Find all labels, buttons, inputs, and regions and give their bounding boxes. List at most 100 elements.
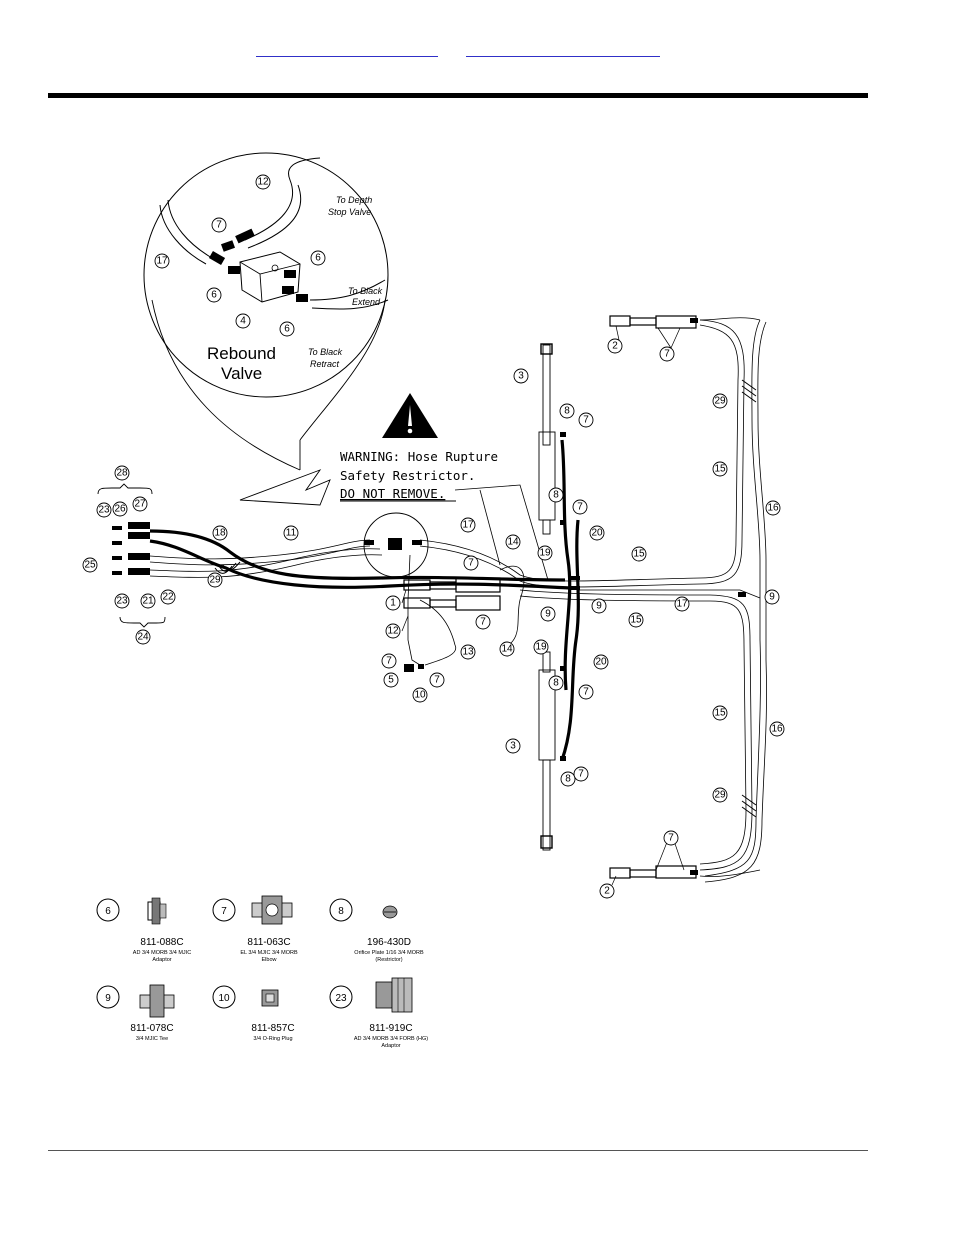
callout-27: 27 [132, 496, 148, 512]
svg-text:10: 10 [414, 690, 426, 701]
part-key-10: 10 [218, 993, 230, 1004]
svg-text:26: 26 [114, 504, 126, 515]
callout-7: 7 [211, 217, 227, 233]
callout-9: 9 [540, 606, 556, 622]
callout-8: 8 [548, 487, 564, 503]
svg-text:7: 7 [577, 502, 583, 513]
svg-text:4: 4 [240, 316, 246, 327]
svg-text:15: 15 [630, 615, 642, 626]
callout-7: 7 [463, 555, 479, 571]
svg-text:24: 24 [137, 632, 149, 643]
callout-3: 3 [505, 738, 521, 754]
part-number-6: 811-088C [140, 937, 183, 948]
svg-text:3: 3 [510, 741, 516, 752]
note-extend-line1: To Black [348, 286, 383, 296]
parts-legend: 6 811-088C AD 3/4 MORB 3/4 MJIC Adaptor … [96, 895, 428, 1049]
callout-17: 17 [460, 517, 476, 533]
part-key-8: 8 [338, 906, 344, 917]
header-link-left[interactable] [256, 42, 438, 57]
svg-text:2: 2 [612, 341, 618, 352]
part-desc2-7: Elbow [262, 957, 277, 963]
part-desc2-8: (Restrictor) [375, 957, 402, 963]
svg-text:9: 9 [769, 592, 775, 603]
callout-12: 12 [255, 174, 271, 190]
svg-text:7: 7 [583, 415, 589, 426]
svg-text:22: 22 [162, 592, 174, 603]
svg-text:13: 13 [462, 647, 474, 658]
part-desc2-23: Adaptor [381, 1043, 400, 1049]
svg-text:7: 7 [668, 833, 674, 844]
svg-text:17: 17 [462, 520, 474, 531]
svg-text:19: 19 [535, 642, 547, 653]
orifice-plate-icon [382, 905, 398, 919]
svg-text:19: 19 [539, 548, 551, 559]
callout-14: 14 [505, 534, 521, 550]
svg-text:11: 11 [286, 528, 297, 539]
svg-text:21: 21 [142, 596, 154, 607]
svg-text:27: 27 [134, 499, 146, 510]
callout-22: 22 [160, 589, 176, 605]
svg-text:9: 9 [596, 601, 602, 612]
part-number-10: 811-857C [251, 1023, 294, 1034]
part-desc1-6: AD 3/4 MORB 3/4 MJIC [133, 950, 191, 956]
part-number-9: 811-078C [130, 1023, 173, 1034]
svg-text:7: 7 [578, 769, 584, 780]
callout-7: 7 [381, 653, 397, 669]
svg-text:7: 7 [434, 675, 440, 686]
part-number-23: 811-919C [369, 1023, 412, 1034]
part-number-8: 196-430D [367, 937, 411, 948]
warning-line1: WARNING: Hose Rupture [340, 449, 498, 464]
svg-text:7: 7 [468, 558, 474, 569]
callout-2: 2 [599, 883, 615, 899]
callout-15: 15 [631, 546, 647, 562]
callout-15: 15 [712, 705, 728, 721]
note-depth-line2: Stop Valve [328, 207, 371, 217]
callout-1: 1 [385, 595, 401, 611]
tee-icon [139, 984, 175, 1018]
callout-17: 17 [674, 596, 690, 612]
footer-rule [48, 1150, 868, 1151]
inset-circle [143, 152, 389, 398]
svg-text:7: 7 [664, 349, 670, 360]
callout-20: 20 [593, 654, 609, 670]
callout-14: 14 [499, 641, 515, 657]
note-retract-line1: To Black [308, 347, 343, 357]
callout-29: 29 [207, 572, 223, 588]
part-desc2-6: Adaptor [152, 957, 171, 963]
callout-16: 16 [769, 721, 785, 737]
callout-9: 9 [591, 598, 607, 614]
svg-text:16: 16 [767, 503, 779, 514]
part-desc1-7: EL 3/4 MJIC 3/4 MORB [240, 950, 298, 956]
svg-text:17: 17 [156, 256, 168, 267]
header-link-right[interactable] [466, 42, 660, 57]
callout-7: 7 [573, 766, 589, 782]
part-key-23: 23 [335, 993, 347, 1004]
svg-text:20: 20 [595, 657, 607, 668]
svg-text:25: 25 [84, 560, 96, 571]
inset-arrow [239, 469, 331, 506]
callout-21: 21 [140, 593, 156, 609]
svg-text:29: 29 [209, 575, 221, 586]
svg-text:8: 8 [553, 678, 559, 689]
svg-text:20: 20 [591, 528, 603, 539]
svg-text:14: 14 [501, 644, 513, 655]
svg-text:7: 7 [386, 656, 392, 667]
callout-24: 24 [135, 629, 151, 645]
svg-text:8: 8 [553, 490, 559, 501]
callout-18: 18 [212, 525, 228, 541]
svg-text:1: 1 [390, 598, 396, 609]
svg-text:15: 15 [633, 549, 645, 560]
callout-19: 19 [537, 545, 553, 561]
note-extend-line2: Extend [352, 297, 381, 307]
callout-15: 15 [628, 612, 644, 628]
callout-7: 7 [578, 412, 594, 428]
svg-text:18: 18 [214, 528, 226, 539]
svg-text:8: 8 [565, 774, 571, 785]
callout-23: 23 [114, 593, 130, 609]
callout-12: 12 [385, 623, 401, 639]
svg-text:8: 8 [564, 406, 570, 417]
svg-text:15: 15 [714, 708, 726, 719]
svg-text:14: 14 [507, 537, 519, 548]
part-key-9: 9 [105, 993, 111, 1004]
